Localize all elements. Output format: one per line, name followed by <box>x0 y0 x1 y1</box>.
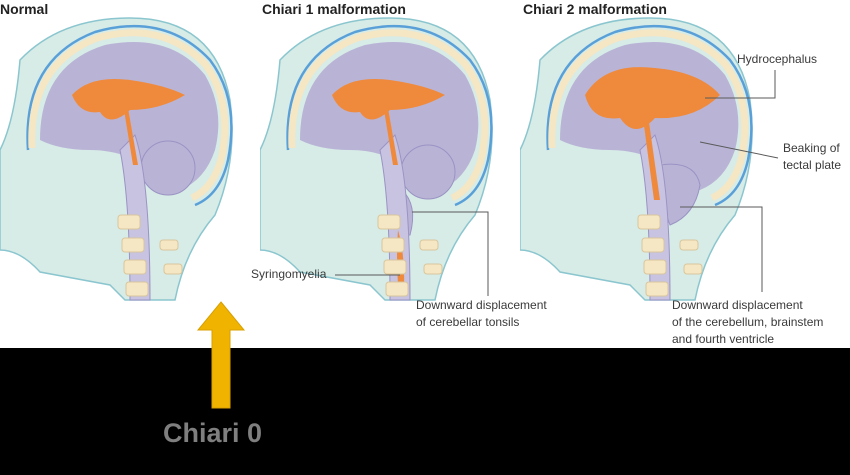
label-line: Beaking of <box>783 141 840 155</box>
black-overlay-band <box>0 348 850 475</box>
label-line: of the cerebellum, brainstem <box>672 315 824 329</box>
label-chiari1-tonsils: Downward displacement of cerebellar tons… <box>416 297 547 331</box>
label-hydrocephalus: Hydrocephalus <box>737 52 818 66</box>
skull-bone <box>28 29 229 202</box>
skull-outline <box>546 24 753 207</box>
beaking-line <box>699 141 779 159</box>
enlarged-ventricles <box>585 67 720 129</box>
head-illustration-normal <box>0 17 233 301</box>
label-chiari2-displacement: Downward displacement of the cerebellum,… <box>672 297 823 348</box>
skull-bone <box>288 29 489 202</box>
ventricles <box>332 79 445 120</box>
aqueduct <box>643 115 660 200</box>
head-illustration-chiari2 <box>520 17 753 301</box>
panel-title-normal: Normal <box>0 1 49 17</box>
label-line: of cerebellar tonsils <box>416 315 520 329</box>
head-illustration-chiari1 <box>260 17 493 301</box>
aqueduct <box>384 108 398 165</box>
label-syringomyelia: Syringomyelia <box>251 267 327 281</box>
label-beaking: Beaking of tectal plate <box>783 140 841 174</box>
label-line: and fourth ventricle <box>672 332 775 346</box>
label-line: tectal plate <box>783 158 842 172</box>
hydrocephalus-line <box>705 70 776 99</box>
panel-title-chiari1: Chiari 1 malformation <box>262 1 406 17</box>
vertebrae <box>117 214 183 297</box>
label-line: Downward displacement <box>672 298 803 312</box>
skull-outline <box>26 24 233 207</box>
callout-lines <box>335 70 779 296</box>
chiari1-tonsils-line <box>412 211 489 296</box>
ventricles <box>72 79 185 120</box>
chiari-0-label: Chiari 0 <box>163 418 263 448</box>
chiari2-displacement-line <box>680 206 763 292</box>
vertebrae <box>637 214 703 297</box>
up-arrow-icon <box>196 301 246 409</box>
panel-title-chiari2: Chiari 2 malformation <box>523 1 667 17</box>
skull-bone <box>548 29 749 202</box>
aqueduct <box>124 108 138 165</box>
label-line: Downward displacement <box>416 298 547 312</box>
skull-outline <box>286 24 493 207</box>
vertebrae <box>377 214 443 297</box>
